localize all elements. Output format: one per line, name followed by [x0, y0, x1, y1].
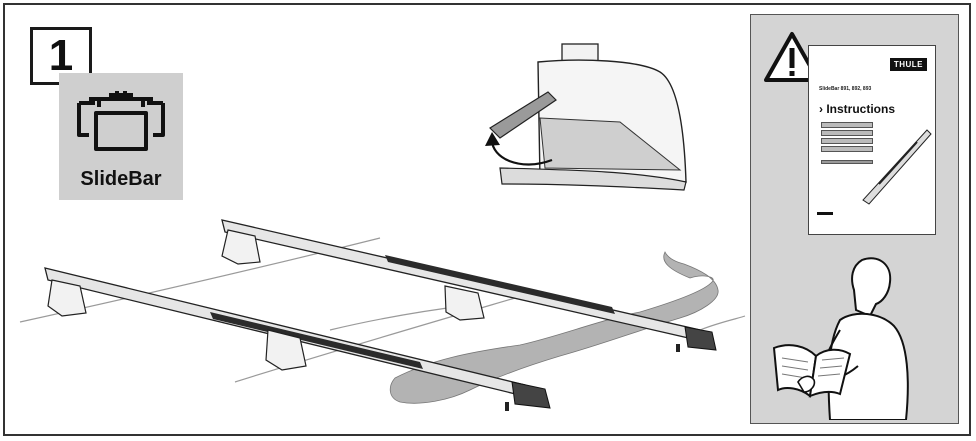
manual-bar — [821, 138, 873, 144]
manual-bar — [821, 146, 873, 152]
manual-bar-illustration — [862, 129, 932, 205]
manual-bar — [821, 160, 873, 164]
manual-model-text: SlideBar 891, 892, 893 — [819, 86, 872, 92]
manual-bar — [821, 130, 873, 136]
instruction-manual: THULE SlideBar 891, 892, 893 › Instructi… — [808, 45, 936, 235]
foot-detail — [485, 43, 687, 191]
warning-triangle-icon — [764, 32, 820, 82]
manual-footer-mark — [817, 212, 833, 215]
slidebar-profile-icon — [77, 91, 165, 151]
rear-roof-bar — [221, 219, 717, 352]
slidebar-label: SlideBar — [80, 168, 162, 190]
manual-bar — [821, 122, 873, 128]
front-roof-bar — [44, 267, 551, 411]
manual-heading: › Instructions — [819, 102, 896, 116]
thule-logo: THULE — [889, 58, 927, 71]
slidebar-badge: SlideBar — [59, 73, 183, 200]
car-silhouette — [389, 251, 719, 404]
person-reading-illustration — [772, 257, 909, 420]
